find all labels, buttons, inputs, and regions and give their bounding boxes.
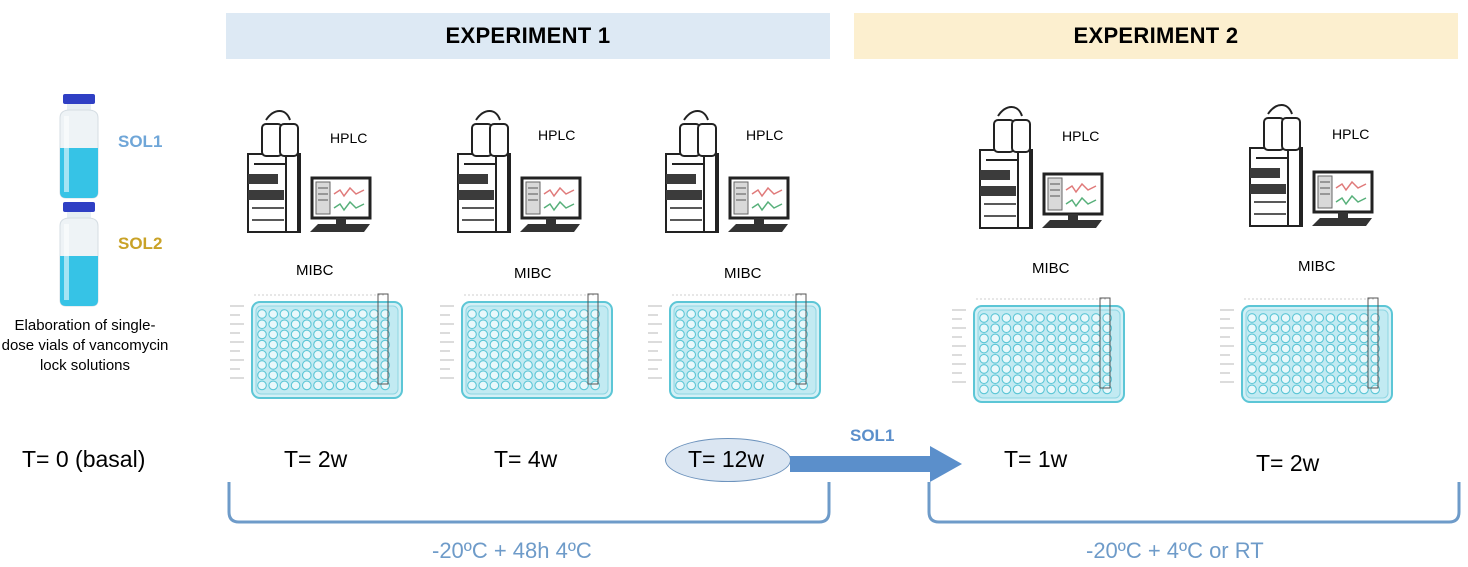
mibc-label: MIBC [514,265,552,282]
hplc-label: HPLC [746,127,784,143]
hplc-label: HPLC [330,130,368,146]
time-point-label: T= 2w [284,446,348,472]
arrow-label: SOL1 [850,426,895,445]
time-point-label: T= 1w [1004,446,1068,472]
mibc-plate-icon [1220,297,1393,403]
mibc-plate-icon [230,293,403,399]
mibc-plate-icon [952,297,1125,403]
sol1-label: SOL1 [118,132,163,151]
hplc-label: HPLC [538,127,576,143]
mibc-label: MIBC [724,265,762,282]
time-12w-highlight [665,438,791,482]
bracket-experiment-2 [927,482,1461,524]
mibc-label: MIBC [1298,258,1336,275]
condition-experiment-2: -20ºC + 4ºC or RT [1086,538,1264,563]
mibc-label: MIBC [1032,260,1070,277]
time-basal: T= 0 (basal) [22,446,146,472]
experiment-1-title: EXPERIMENT 1 [445,23,611,48]
vials-caption: Elaboration of single-dose vials of vanc… [1,317,169,374]
experiment-2-title: EXPERIMENT 2 [1073,23,1239,48]
hplc-instrument-icon [665,110,790,233]
experiment-2-banner: EXPERIMENT 2 [854,13,1458,59]
experiment-1-banner: EXPERIMENT 1 [226,13,830,59]
time-point-label: T= 12w [688,446,765,472]
hplc-label: HPLC [1332,126,1370,142]
bracket-experiment-1 [227,482,831,524]
hplc-instrument-icon [979,106,1104,229]
mibc-label: MIBC [296,262,334,279]
hplc-instrument-icon [247,110,372,233]
hplc-instrument-icon [457,110,582,233]
hplc-label: HPLC [1062,128,1100,144]
hplc-instrument-icon [1249,104,1374,227]
mibc-plate-icon [648,293,821,399]
mibc-plate-icon [440,293,613,399]
time-point-label: T= 2w [1256,450,1320,476]
transfer-arrow-icon [790,446,962,482]
sol2-label: SOL2 [118,234,163,253]
time-point-label: T= 4w [494,446,558,472]
condition-experiment-1: -20ºC + 48h 4ºC [432,538,592,563]
vial-sol1-icon [59,94,99,199]
vial-sol2-icon [59,202,99,307]
